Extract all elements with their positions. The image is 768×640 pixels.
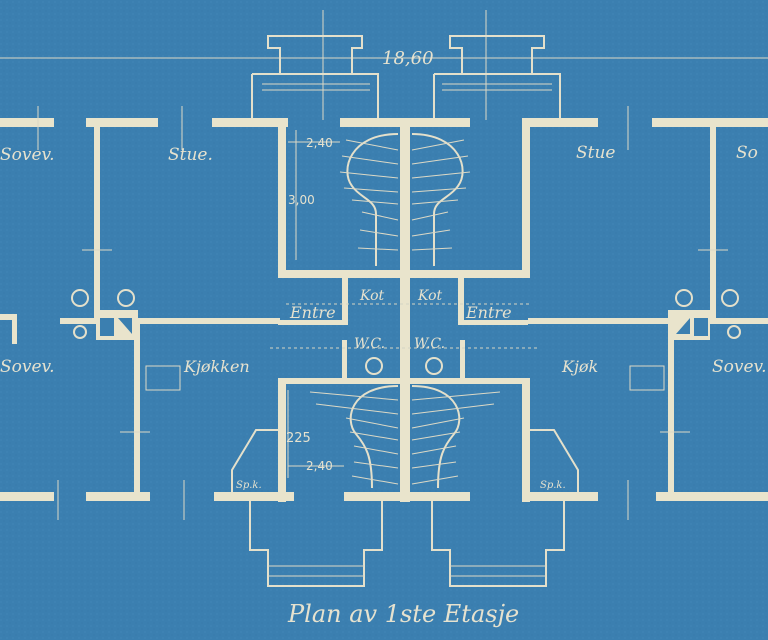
room-label-wc-right: W.C. xyxy=(414,336,445,352)
stair-dimension-lines xyxy=(287,130,344,478)
room-label-spk-right: Sp.k. xyxy=(540,480,566,491)
room-label-stue-left: Stue. xyxy=(168,145,213,165)
room-label-entre-left: Entre xyxy=(289,303,336,322)
stair-depth-bottom-label: 225 xyxy=(286,431,311,446)
walls xyxy=(0,118,768,502)
stair-depth-top-label: 3,00 xyxy=(288,193,315,207)
room-label-kot-left: Kot xyxy=(359,288,385,304)
drawing-title: Plan av 1ste Etasje xyxy=(287,600,519,628)
room-label-kjok: Kjøk xyxy=(561,357,598,376)
front-steps-bottom-right xyxy=(431,500,565,587)
room-label-kjokken: Kjøkken xyxy=(183,357,250,376)
stair-bottom-left xyxy=(309,385,399,489)
room-label-sovev-top-right: So xyxy=(736,143,758,163)
room-label-sovev-bottom-left: Sovev. xyxy=(0,357,55,377)
room-label-stue-right: Stue xyxy=(576,143,616,163)
kitchen-fittings xyxy=(145,365,665,391)
dashed-lines xyxy=(270,303,540,349)
stair-width-top-label: 2,40 xyxy=(306,136,333,150)
stair-width-bottom-label: 2,40 xyxy=(306,459,333,473)
room-label-wc-left: W.C. xyxy=(354,336,385,352)
construction-guides xyxy=(37,106,728,520)
front-steps-bottom-left xyxy=(249,500,383,587)
room-label-spk-left: Sp.k. xyxy=(236,480,262,491)
room-label-kot-right: Kot xyxy=(417,288,443,304)
room-label-entre-right: Entre xyxy=(465,303,512,322)
stair-top-left xyxy=(339,133,399,266)
chimney-details xyxy=(71,289,741,375)
room-labels: Sovev. Stue. Stue So Entre Kot Kot Entre… xyxy=(0,143,767,491)
room-label-sovev-bottom-right: Sovev. xyxy=(712,357,767,377)
stair-top-right xyxy=(411,133,471,266)
front-steps-top-right xyxy=(433,35,561,120)
room-label-sovev-top-left: Sovev. xyxy=(0,145,55,165)
front-steps-top-left xyxy=(251,35,379,120)
overall-dimension-label: 18,60 xyxy=(382,48,434,69)
overall-dimension-line xyxy=(0,10,768,120)
stair-bottom-right xyxy=(411,385,501,489)
pantry-walls xyxy=(231,429,579,492)
dimension-labels: 18,60 2,40 3,00 225 2,40 xyxy=(286,48,434,473)
